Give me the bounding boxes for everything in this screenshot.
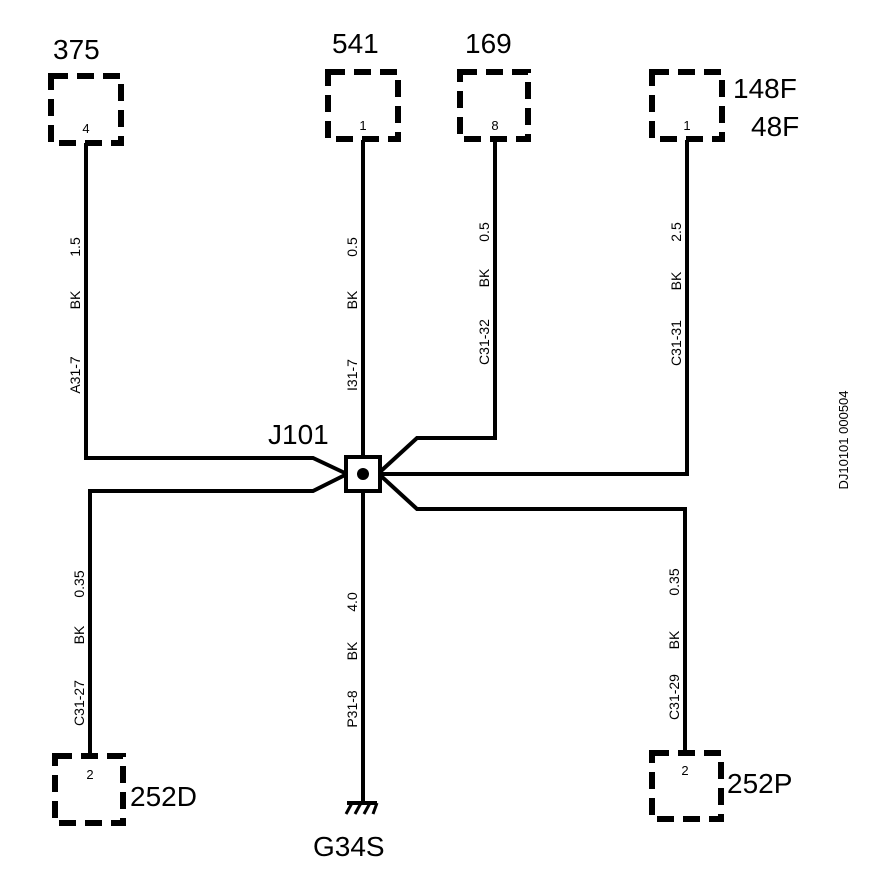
connector-375-pin: 4 (82, 121, 89, 136)
ground-symbol (344, 801, 379, 815)
connector-148f-pin: 1 (683, 118, 690, 133)
connector-375 (48, 73, 124, 146)
connector-252p (649, 750, 724, 822)
connector-169 (457, 69, 531, 142)
connector-375-name: 375 (53, 34, 100, 65)
connector-541-name: 541 (332, 28, 379, 59)
wire-148f-color: BK (668, 271, 684, 290)
wire-375-color: BK (67, 290, 83, 309)
connector-252d (52, 753, 126, 826)
connector-169-name: 169 (465, 28, 512, 59)
connector-148f (649, 69, 725, 142)
wire-252p-circuit: C31-29 (666, 674, 682, 720)
ground-label: G34S (313, 831, 385, 862)
connector-541 (325, 69, 401, 142)
wire-148F (381, 140, 689, 476)
wire-375-circuit: A31-7 (67, 356, 83, 394)
wire-169-size: 0.5 (476, 222, 492, 242)
connector-252p-pin: 2 (681, 763, 688, 778)
wire-ground-color: BK (344, 641, 360, 660)
wire-252d-color: BK (71, 625, 87, 644)
wire-252D (88, 472, 348, 756)
wire-375-labels: A31-7 BK 1.5 (67, 237, 83, 394)
wire-541-circuit: I31-7 (344, 359, 360, 391)
wire-541-size: 0.5 (344, 237, 360, 257)
reference-code: DJ10101 000504 (836, 390, 851, 489)
wire-252p-color: BK (666, 630, 682, 649)
connector-148f-name: 148F (733, 73, 797, 104)
wire-252d-size: 0.35 (71, 570, 87, 597)
wire-ground-circuit: P31-8 (344, 690, 360, 728)
wire-148f-size: 2.5 (668, 222, 684, 242)
wire-252d-circuit: C31-27 (71, 680, 87, 726)
wire-252p-labels: C31-29 BK 0.35 (666, 568, 682, 720)
connector-252p-name: 252P (727, 768, 792, 799)
splice-label: J101 (268, 419, 329, 450)
wire-148f-labels: C31-31 BK 2.5 (668, 222, 684, 366)
connector-252d-pin: 2 (86, 767, 93, 782)
wire-169-color: BK (476, 268, 492, 287)
wire-375-size: 1.5 (67, 237, 83, 257)
wire-252d-labels: C31-27 BK 0.35 (71, 570, 87, 726)
connector-541-pin: 1 (359, 118, 366, 133)
wire-375 (84, 143, 348, 476)
wire-541-labels: I31-7 BK 0.5 (344, 237, 360, 391)
connector-169-pin: 8 (491, 118, 498, 133)
wire-252p-size: 0.35 (666, 568, 682, 595)
wire-252P (379, 474, 687, 753)
splice-j101 (344, 455, 382, 493)
wire-ground-size: 4.0 (344, 592, 360, 612)
wire-541-color: BK (344, 290, 360, 309)
connector-148f-name-2: 48F (751, 111, 799, 142)
wire-169-labels: C31-32 BK 0.5 (476, 222, 492, 365)
wire-169-circuit: C31-32 (476, 319, 492, 365)
connector-252d-name: 252D (130, 781, 197, 812)
wire-169 (379, 140, 497, 473)
wire-ground-labels: P31-8 BK 4.0 (344, 592, 360, 728)
wire-148f-circuit: C31-31 (668, 320, 684, 366)
